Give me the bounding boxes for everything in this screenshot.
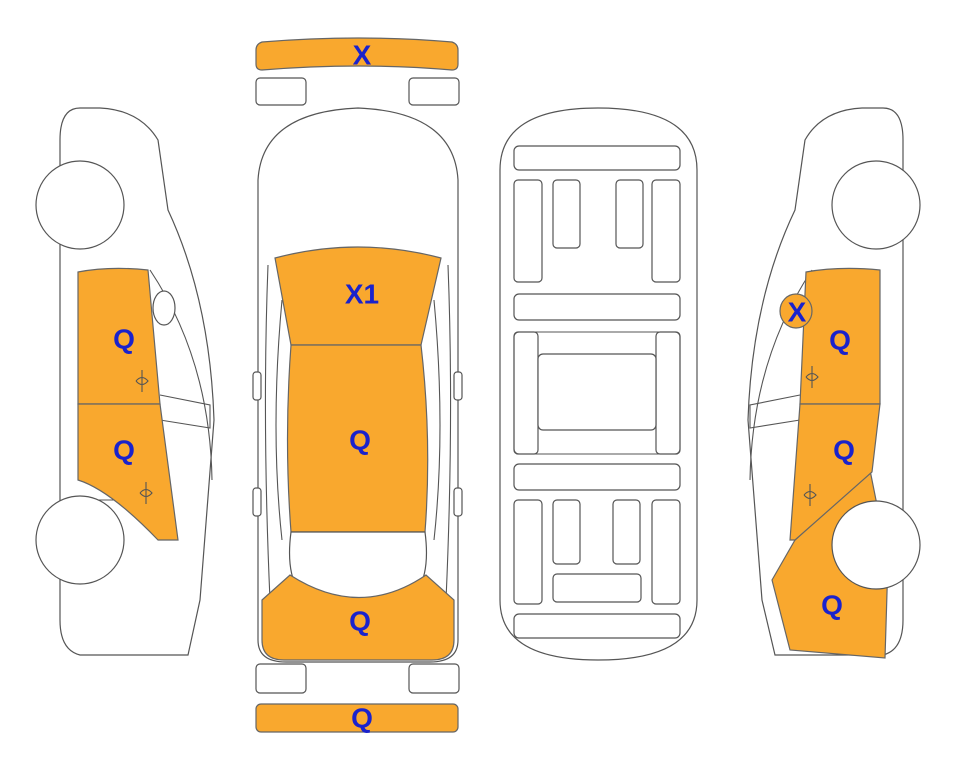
roof-label: Q: [349, 424, 371, 455]
right-rear-door-label: Q: [833, 434, 855, 465]
top-view: [252, 37, 463, 733]
left-front-wheel: [35, 160, 125, 250]
front-right-light: [408, 77, 460, 106]
underside-floor-right: [655, 331, 681, 455]
right-rear-quarter-label: Q: [821, 589, 843, 620]
top-left-side-line: [264, 264, 271, 601]
underside-floor-frame: [513, 331, 681, 455]
trunk-panel[interactable]: [261, 574, 455, 661]
right-rear-handle-icon: [803, 484, 817, 506]
left-front-handle-icon: [135, 370, 149, 392]
underside-rear-right-rail: [651, 499, 681, 605]
underside-front-beam: [513, 145, 681, 171]
right-rear-wheel: [831, 500, 921, 590]
top-right-side-line: [445, 264, 452, 601]
top-right-mirror-rear: [453, 487, 463, 517]
top-left-window-line: [275, 299, 283, 541]
top-left-mirror-rear: [252, 487, 262, 517]
right-side-view: [747, 107, 921, 659]
top-right-window-line: [433, 299, 441, 541]
underside-crossmember-2: [513, 463, 681, 491]
right-rear-door-panel[interactable]: [789, 403, 881, 541]
underside-rear-beam: [513, 613, 681, 639]
right-mirror-pillar-label: X: [788, 296, 807, 327]
left-side-mirror: [152, 290, 176, 326]
left-front-door-panel[interactable]: [77, 267, 161, 405]
trunk-label: Q: [349, 605, 371, 636]
underside-front-inner-right: [615, 179, 644, 249]
right-side-beltline: [749, 394, 801, 429]
front-left-light: [255, 77, 307, 106]
left-side-view: [35, 107, 215, 656]
top-left-mirror: [252, 371, 262, 401]
underside-view: [499, 107, 698, 661]
underside-floor-center: [537, 353, 657, 431]
damage-labels: X X1 Q Q Q Q Q X Q Q Q: [113, 39, 855, 733]
right-front-door-label: Q: [829, 324, 851, 355]
left-front-door-label: Q: [113, 323, 135, 354]
underside-front-right-rail: [651, 179, 681, 283]
left-rear-door-panel[interactable]: [77, 403, 179, 541]
rear-bumper-panel[interactable]: [255, 703, 459, 733]
underside-floor-left: [513, 331, 539, 455]
right-mirror-pillar-panel[interactable]: [779, 293, 813, 329]
hood-label: X1: [345, 278, 379, 309]
underside-crossmember-1: [513, 293, 681, 321]
underside-front-inner-left: [552, 179, 581, 249]
hood-panel[interactable]: [274, 246, 442, 346]
underside-rear-inner-right: [612, 499, 641, 565]
rear-right-light: [408, 663, 460, 694]
right-front-handle-icon: [805, 366, 819, 388]
rear-left-light: [255, 663, 307, 694]
underside-front-left-rail: [513, 179, 543, 283]
rear-bumper-label: Q: [351, 702, 373, 733]
top-right-mirror: [453, 371, 463, 401]
left-side-beltline: [159, 394, 211, 429]
right-front-wheel: [831, 160, 921, 250]
front-bumper-label: X: [353, 39, 372, 70]
front-bumper-panel[interactable]: [255, 37, 459, 71]
underside-rear-center: [552, 573, 642, 603]
left-rear-wheel: [35, 495, 125, 585]
left-rear-handle-icon: [139, 482, 153, 504]
left-rear-door-label: Q: [113, 434, 135, 465]
underside-rear-left-rail: [513, 499, 543, 605]
underside-rear-inner-left: [552, 499, 581, 565]
right-front-door-panel[interactable]: [799, 267, 881, 405]
right-side-window-line: [749, 269, 813, 481]
